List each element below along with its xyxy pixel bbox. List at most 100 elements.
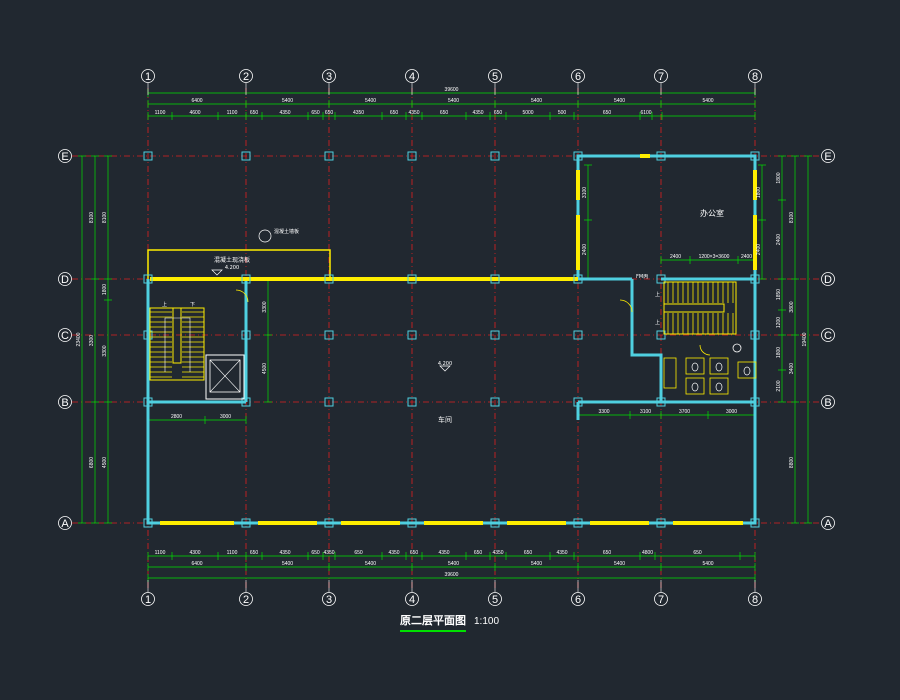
door-swing-fm [619,299,633,313]
axis-bubble-bottom-4-label: 4 [409,594,415,606]
stair-right-well [663,303,725,313]
dim-right-detail-text: 1200 [776,317,782,328]
axis-bubble-bottom-5-circle [488,592,502,606]
axis-bubble-top-1-circle [141,69,155,83]
dimension-lines [78,89,812,582]
dim-bottom-bays-text: 5400 [702,561,713,567]
column-A4 [407,518,417,528]
dim-left-detail-text: 3300 [102,345,108,356]
stair-down-label-right: 上 [655,319,660,326]
dim-left-total-text: 23400 [76,332,82,346]
axis-bubble-bottom-3-circle [322,592,336,606]
dim-top-detail-text: 4350 [472,110,483,116]
dim-bottom-bays-text: 5400 [282,561,293,567]
stair-up-label-right: 上 [655,291,660,298]
dim-left-detail-text: 8100 [102,212,108,223]
fixtures [149,229,757,400]
dim-office-bottom-text: 2400 [670,254,681,260]
axis-bubble-top-2-label: 2 [243,71,249,83]
axis-bubble-left-E-circle [58,149,72,163]
column-E6 [573,151,583,161]
dim-right-rows-text: 8800 [789,457,795,468]
floor-drain [732,343,742,353]
dim-left-rows-text: 6800 [89,457,95,468]
axis-bubble-top-7-label: 7 [658,71,664,83]
dim-office-bottom-text: 2400 [741,254,752,260]
dim-top-bays-text: 5400 [282,98,293,104]
room-label-slab: 混凝土现浇板 [214,256,250,264]
dim-top-bays-text: 6400 [191,98,202,104]
dim-bottom-bays-text: 5400 [448,561,459,567]
room-label-office: 办公室 [700,208,724,218]
dim-right-rows-text: 8100 [789,212,795,223]
dim-top-detail-text: 650 [390,110,399,116]
toilet-bowl [715,362,723,372]
column-B5 [490,397,500,407]
axis-bubble-top-5-label: 5 [492,71,498,83]
dim-top-detail-text: 4600 [189,110,200,116]
column-C3 [324,330,334,340]
dim-bottom-detail-text: 4300 [189,550,200,556]
dim-toilet-bottom-text: 3100 [640,409,651,415]
dim-top-detail-text: 6100 [640,110,651,116]
dim-stair-left-text: 4500 [262,363,268,374]
dim-bottom-total-text: 39600 [445,572,459,578]
level-mark-slab: 4.200 [225,265,239,271]
axis-bubble-left-D-circle [58,272,72,286]
dim-top-detail-text: 650 [494,110,503,116]
column-A6 [573,518,583,528]
elevator-cross [209,359,241,393]
dim-toilet-bottom-text: 3000 [726,409,737,415]
dim-bottom-bays-text: 6400 [191,561,202,567]
axis-bubble-left-C-label: C [61,330,69,342]
room-label-workshop: 车间 [438,415,452,424]
fm-label: FM丙 [636,274,648,280]
axis-bubble-right-B-circle [821,395,835,409]
dim-bottom-detail-text: 4350 [388,550,399,556]
dim-right-total-text: 19400 [802,332,808,346]
section-note: 混凝土墙板 [274,228,299,235]
axis-bubble-top-7-circle [654,69,668,83]
axis-bubble-right-E-circle [821,149,835,163]
dim-top-detail-text: 500 [558,110,567,116]
toilet-bowl [691,382,699,392]
level-marker-floor [439,365,451,372]
dimension-texts: 39600 6400 5400 5400 5400 5400 5400 5400 1100 460… [76,87,808,578]
dim-bottom-detail-text: 650 [250,550,259,556]
dim-top-total-text: 39600 [445,87,459,93]
column-D4 [407,274,417,284]
column-A7 [656,518,666,528]
dim-top-detail-text: 5000 [522,110,533,116]
column-E2 [241,151,251,161]
column-D3 [324,274,334,284]
dim-top-bays-text: 5400 [531,98,542,104]
axis-bubble-top-3-label: 3 [326,71,332,83]
dim-bottom-detail-text: 4350 [323,550,334,556]
dim-toilet-bottom-text: 3300 [598,409,609,415]
dim-bottom-bays-text: 5400 [531,561,542,567]
toilet-stall-3 [685,377,705,395]
dim-bottom-detail-text: 1100 [227,550,238,556]
dim-top-bays-text: 5400 [702,98,713,104]
level-marker-slab [211,269,223,276]
dim-stair-left-text: 3300 [262,301,268,312]
structural-columns [143,151,760,528]
toilet-stall-4 [709,377,729,395]
dim-top-detail-text: 650 [250,110,259,116]
dim-top-detail-text: 1100 [155,110,166,116]
axis-bubble-top-3-circle [322,69,336,83]
column-E1 [143,151,153,161]
stair-left-well [172,307,182,364]
dim-bottom-detail-text: 4350 [438,550,449,556]
door-swing-left [235,289,249,303]
dim-office-right-text: 1800 [756,187,762,198]
axis-grid-lines [72,88,822,590]
dim-top-detail-text: 650 [603,110,612,116]
dim-bottom-detail-text: 1100 [155,550,166,556]
column-E7 [656,151,666,161]
axis-bubble-top-6-circle [571,69,585,83]
toilet-bowl [715,382,723,392]
axis-bubble-bottom-1-label: 1 [145,594,151,606]
door-swing-toilet [699,344,711,356]
